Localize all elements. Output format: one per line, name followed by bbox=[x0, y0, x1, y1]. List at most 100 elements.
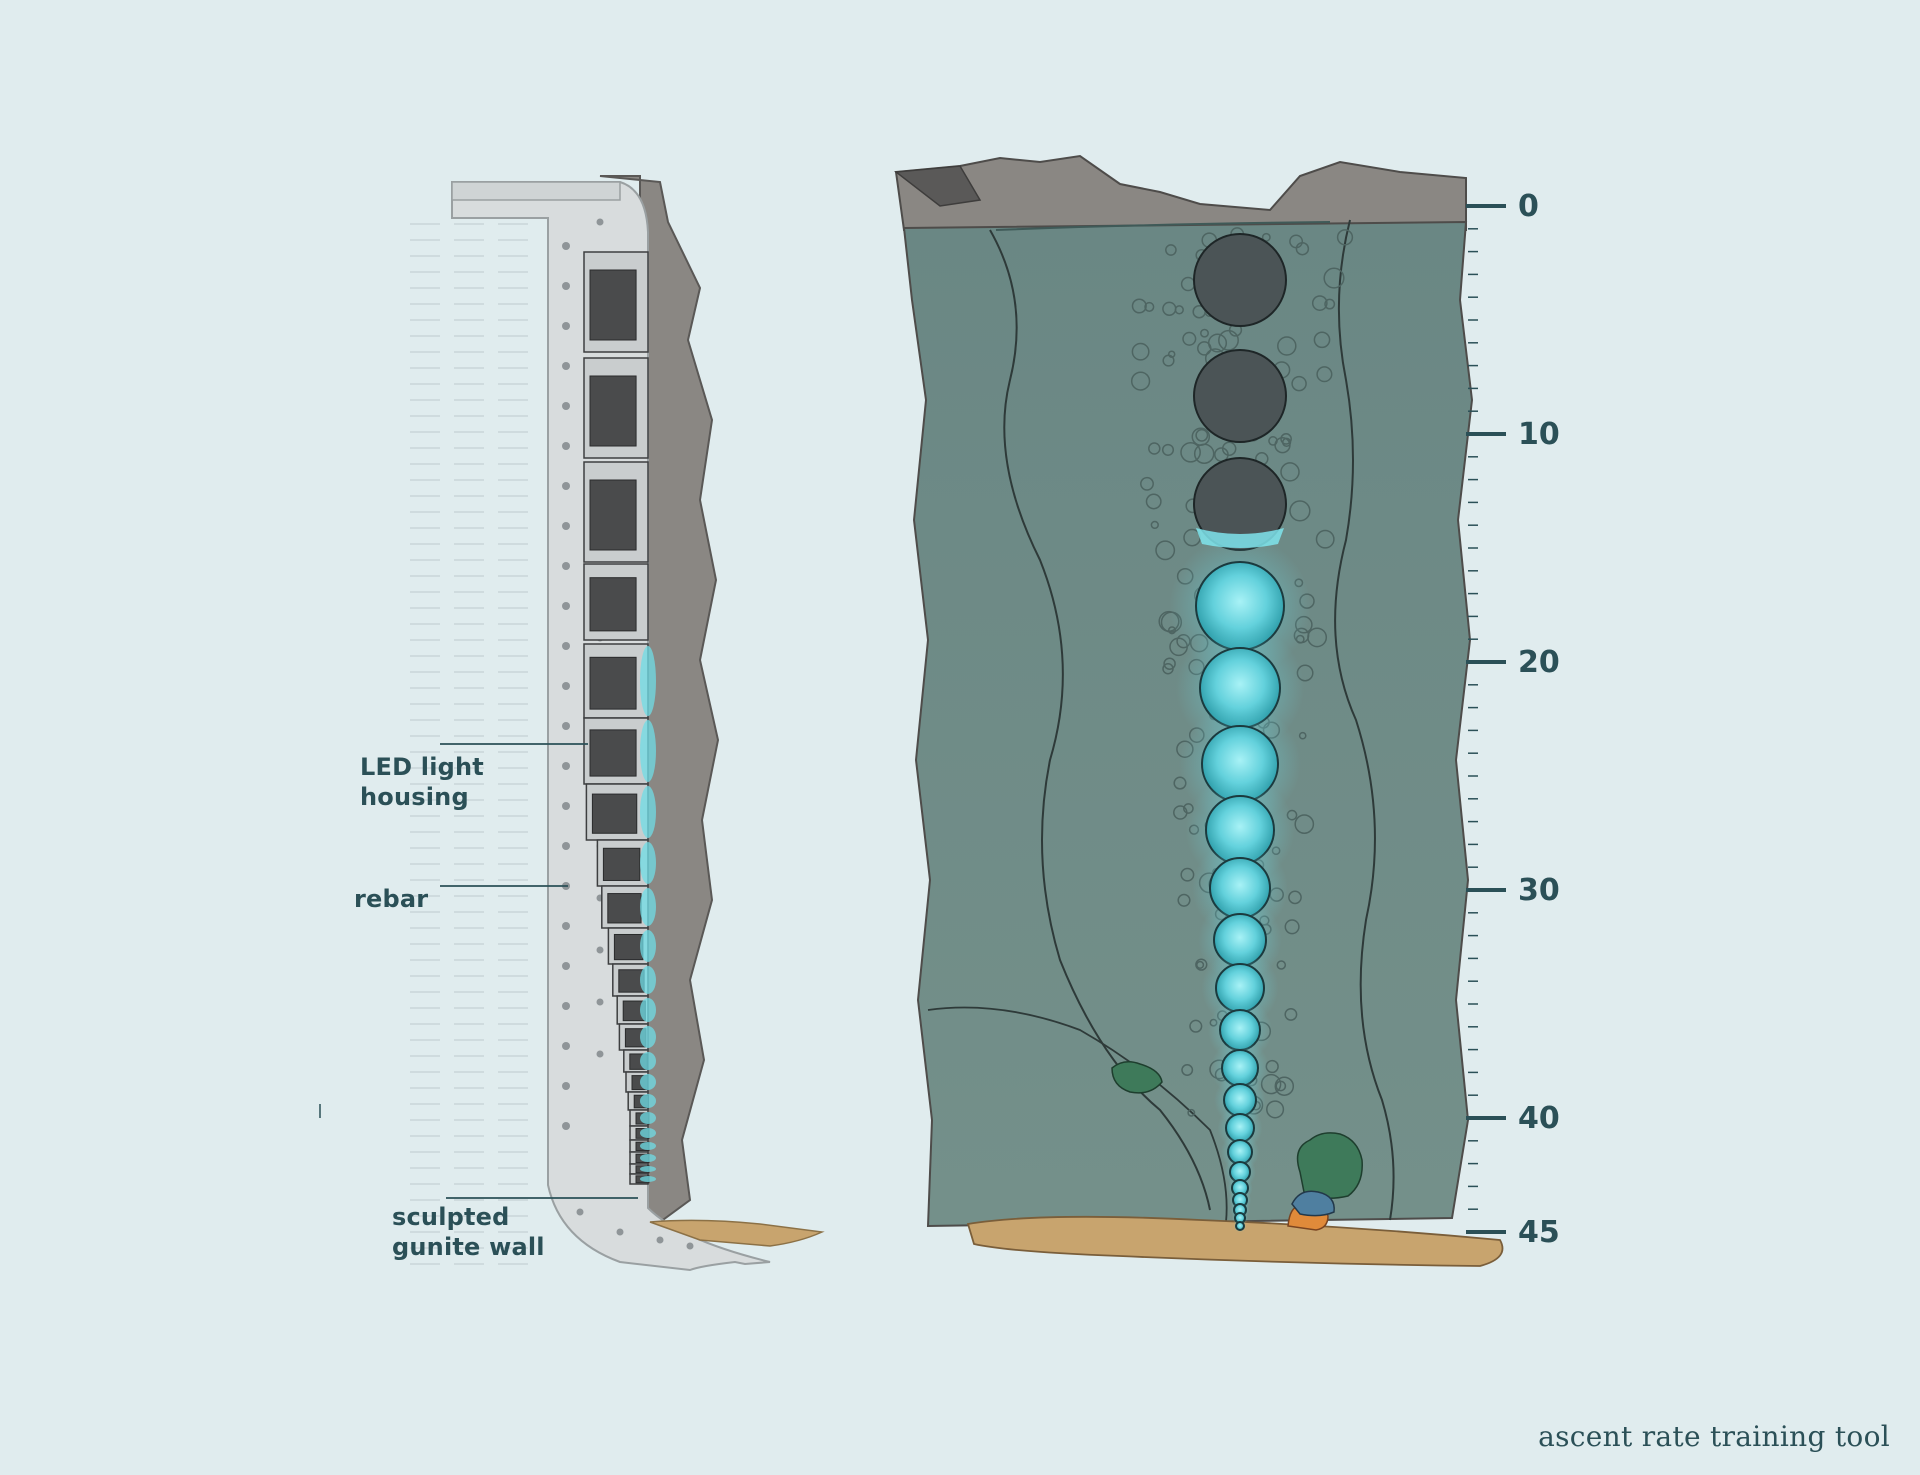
wall-top-ledge bbox=[451, 181, 621, 201]
ambient-bubble bbox=[1313, 331, 1331, 349]
ambient-bubble bbox=[1145, 493, 1162, 510]
ambient-bubble bbox=[1336, 229, 1354, 246]
riverbed-sand bbox=[966, 1215, 1504, 1267]
ambient-bubble bbox=[1189, 1019, 1203, 1033]
ambient-bubble bbox=[1274, 1076, 1295, 1096]
ambient-bubble bbox=[1150, 520, 1159, 530]
ambient-bubble bbox=[1324, 298, 1336, 310]
label-gunite-line1: sculpted bbox=[392, 1203, 510, 1231]
led-housing-body bbox=[613, 933, 644, 961]
led-lens-glow bbox=[640, 842, 656, 884]
ambient-bubble bbox=[1275, 1080, 1287, 1092]
led-lens-glow bbox=[640, 646, 656, 716]
depth-label: 10 bbox=[1518, 417, 1560, 452]
rebar-dot bbox=[562, 442, 570, 450]
ambient-bubble bbox=[1274, 437, 1291, 454]
label-rebar: rebar bbox=[354, 884, 428, 914]
rock-top-dark bbox=[894, 165, 982, 207]
green-plant-left bbox=[1111, 1061, 1163, 1094]
depth-label: 45 bbox=[1518, 1215, 1560, 1250]
led-lens-glow bbox=[640, 1052, 656, 1070]
rebar-dot bbox=[562, 722, 570, 730]
rebar-dot bbox=[686, 1242, 694, 1250]
depth-label: 20 bbox=[1518, 645, 1560, 680]
ambient-bubble bbox=[1298, 731, 1307, 740]
led-lens-glow bbox=[640, 1094, 656, 1108]
led-housing-body bbox=[591, 793, 638, 834]
label-led-housing-line1: LED light bbox=[360, 753, 484, 781]
ambient-bubble bbox=[1155, 540, 1176, 561]
ambient-bubble bbox=[1193, 443, 1215, 464]
led-housing-body bbox=[602, 847, 641, 881]
ambient-bubble bbox=[1148, 442, 1161, 455]
rebar-dot bbox=[562, 762, 570, 770]
ambient-bubble bbox=[1165, 244, 1177, 256]
ambient-bubble bbox=[1316, 366, 1333, 383]
rebar-dot bbox=[562, 282, 570, 290]
water-surface bbox=[995, 221, 1331, 231]
rebar-dot bbox=[562, 1002, 570, 1010]
ambient-bubble bbox=[1291, 375, 1307, 392]
rebar-dot bbox=[562, 362, 570, 370]
ambient-bubble bbox=[1131, 342, 1150, 361]
footer-title: ascent rate training tool bbox=[1538, 1420, 1890, 1453]
ambient-bubble bbox=[1315, 529, 1335, 549]
rock-crack-right bbox=[1334, 219, 1395, 1221]
rebar-dot bbox=[656, 1236, 664, 1244]
ambient-bubble bbox=[1187, 1108, 1196, 1117]
led-housing-body bbox=[589, 577, 637, 632]
led-housing-body bbox=[589, 729, 637, 777]
ambient-bubble bbox=[1161, 443, 1175, 456]
rock-crack-left bbox=[989, 229, 1211, 1211]
bubble-column bbox=[1169, 233, 1311, 1233]
rebar-dot bbox=[562, 602, 570, 610]
led-lens-glow bbox=[640, 1074, 656, 1090]
rebar-dot bbox=[562, 962, 570, 970]
water-column-view bbox=[894, 154, 1504, 1267]
ambient-bubble bbox=[1131, 298, 1147, 314]
ambient-bubble bbox=[1181, 1064, 1194, 1076]
lit-bubble bbox=[1235, 1221, 1245, 1231]
led-lens-glow bbox=[640, 1176, 656, 1182]
label-gunite-wall: sculpted gunite wall bbox=[392, 1202, 545, 1262]
ambient-bubble bbox=[1266, 1100, 1285, 1119]
ambient-bubble bbox=[1218, 329, 1239, 351]
rebar-dot bbox=[562, 682, 570, 690]
rebar-dot bbox=[562, 922, 570, 930]
label-led-housing-line2: housing bbox=[360, 783, 469, 811]
led-lens-glow bbox=[640, 1128, 656, 1138]
ambient-bubble bbox=[1182, 331, 1197, 346]
ambient-bubble bbox=[1307, 627, 1328, 648]
blue-sponge bbox=[1291, 1190, 1335, 1217]
ambient-bubble bbox=[1180, 867, 1195, 882]
rebar-dot bbox=[562, 482, 570, 490]
led-lens-glow bbox=[640, 966, 656, 994]
rebar-dot bbox=[562, 1082, 570, 1090]
rebar-dot bbox=[616, 1228, 624, 1236]
led-housing-body bbox=[589, 656, 637, 710]
rebar-dot bbox=[562, 1042, 570, 1050]
depth-label: 40 bbox=[1518, 1101, 1560, 1136]
rock-backfill bbox=[599, 175, 720, 1224]
rebar-dot bbox=[562, 522, 570, 530]
unlit-bubble bbox=[1193, 233, 1287, 327]
led-lens-glow bbox=[640, 998, 656, 1022]
led-housing-body bbox=[607, 893, 642, 924]
ambient-bubble bbox=[1280, 433, 1292, 445]
ambient-bubble bbox=[1196, 960, 1205, 969]
led-housing-body bbox=[589, 269, 637, 341]
rebar-dot bbox=[562, 242, 570, 250]
rebar-dot bbox=[596, 218, 604, 226]
label-led-housing: LED light housing bbox=[360, 752, 484, 812]
led-housings bbox=[583, 251, 656, 1185]
rebar-dot bbox=[562, 802, 570, 810]
rebar-dot bbox=[562, 402, 570, 410]
ambient-bubble bbox=[1323, 267, 1345, 289]
ambient-bubble bbox=[1284, 919, 1300, 935]
ambient-bubble bbox=[1140, 476, 1154, 491]
rebar-dot bbox=[596, 998, 604, 1006]
rebar-dot bbox=[562, 1122, 570, 1130]
rebar-dot bbox=[562, 322, 570, 330]
led-lens-glow bbox=[640, 888, 656, 926]
